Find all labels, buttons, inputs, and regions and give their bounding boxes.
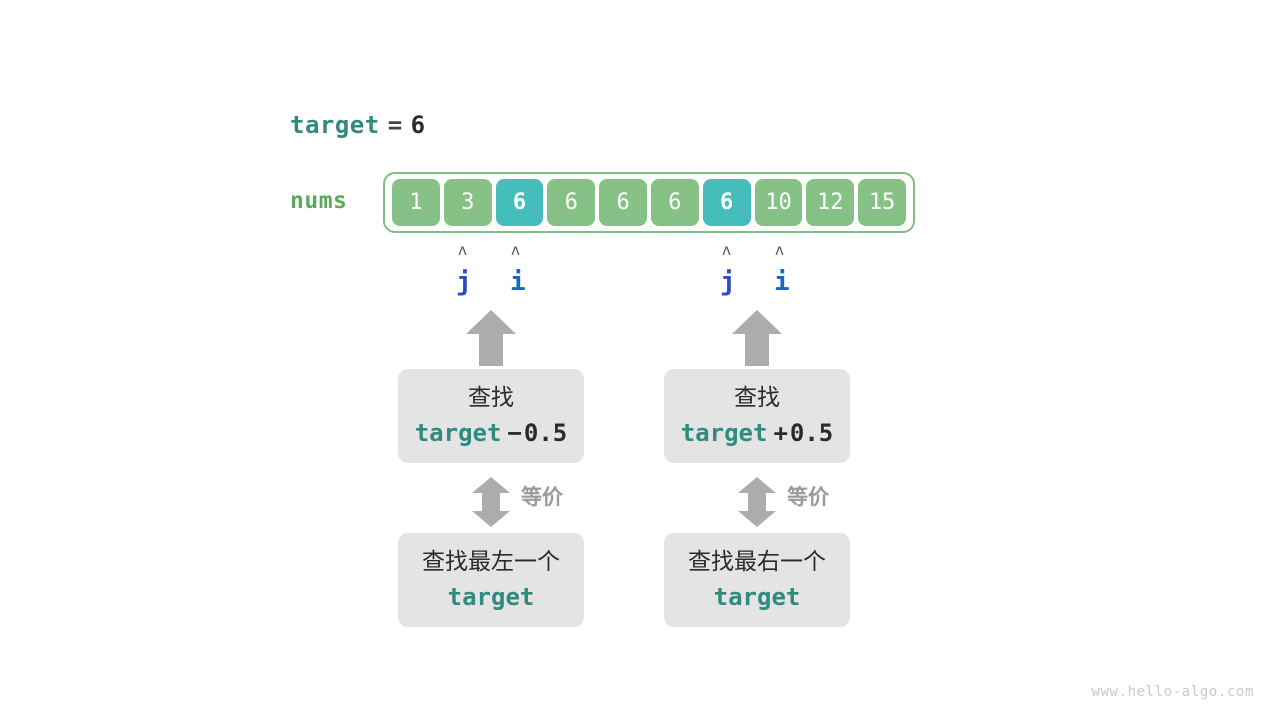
pointer-label-i-right: i	[774, 267, 790, 297]
array-cell: 1	[392, 179, 440, 226]
caret-marker-i-left: ʌ	[511, 241, 521, 259]
right-top-code-var: target	[680, 419, 768, 448]
right-top-code-op: +	[773, 419, 788, 448]
left-bottom-code-var: target	[447, 583, 535, 612]
target-declaration: target=6	[290, 111, 426, 139]
right-top-code-num: 0.5	[789, 419, 834, 448]
array-cell-highlighted: 6	[495, 179, 544, 226]
array-cell: 12	[806, 179, 855, 226]
target-value: 6	[410, 111, 426, 139]
array-cell: 10	[754, 179, 803, 226]
left-top-box: 查找 target−0.5	[398, 369, 584, 463]
left-top-box-expression: target−0.5	[415, 418, 568, 448]
array-cell: 6	[547, 179, 596, 226]
caret-marker-j-left: ʌ	[458, 241, 468, 259]
right-top-box-line1: 查找	[734, 384, 780, 411]
right-bottom-box: 查找最右一个 target	[664, 533, 850, 627]
right-top-box: 查找 target+0.5	[664, 369, 850, 463]
array-container: 1 3 6 6 6 6 6 10 12 15	[383, 172, 915, 233]
pointer-label-j-left: j	[456, 267, 472, 297]
double-arrow-left	[472, 477, 510, 527]
array-cell-highlighted: 6	[702, 179, 751, 226]
right-bottom-code-var: target	[713, 583, 801, 612]
left-top-box-line1: 查找	[468, 384, 514, 411]
caret-marker-i-right: ʌ	[775, 241, 785, 259]
left-top-code-var: target	[414, 419, 502, 448]
pointer-label-i-left: i	[510, 267, 526, 297]
right-bottom-box-expression: target	[714, 582, 801, 612]
left-bottom-box-line1: 查找最左一个	[422, 548, 560, 575]
array-cell: 15	[858, 179, 906, 226]
left-bottom-box-expression: target	[448, 582, 535, 612]
left-top-code-op: −	[507, 419, 522, 448]
right-bottom-box-line1: 查找最右一个	[688, 548, 826, 575]
right-top-box-expression: target+0.5	[681, 418, 834, 448]
double-arrow-right	[738, 477, 776, 527]
equivalence-label-right: 等价	[787, 485, 829, 509]
footer-watermark: www.hello-algo.com	[1091, 684, 1254, 700]
array-cell: 3	[443, 179, 492, 226]
array-cell: 6	[650, 179, 699, 226]
up-arrow-left	[466, 310, 516, 366]
target-variable-name: target	[290, 111, 380, 139]
left-top-code-num: 0.5	[523, 419, 568, 448]
array-cell: 6	[599, 179, 647, 226]
equivalence-label-left: 等价	[521, 485, 563, 509]
left-bottom-box: 查找最左一个 target	[398, 533, 584, 627]
pointer-label-j-right: j	[720, 267, 736, 297]
equals-sign: =	[387, 111, 403, 139]
up-arrow-right	[732, 310, 782, 366]
caret-marker-j-right: ʌ	[722, 241, 732, 259]
array-name-label: nums	[290, 188, 348, 214]
